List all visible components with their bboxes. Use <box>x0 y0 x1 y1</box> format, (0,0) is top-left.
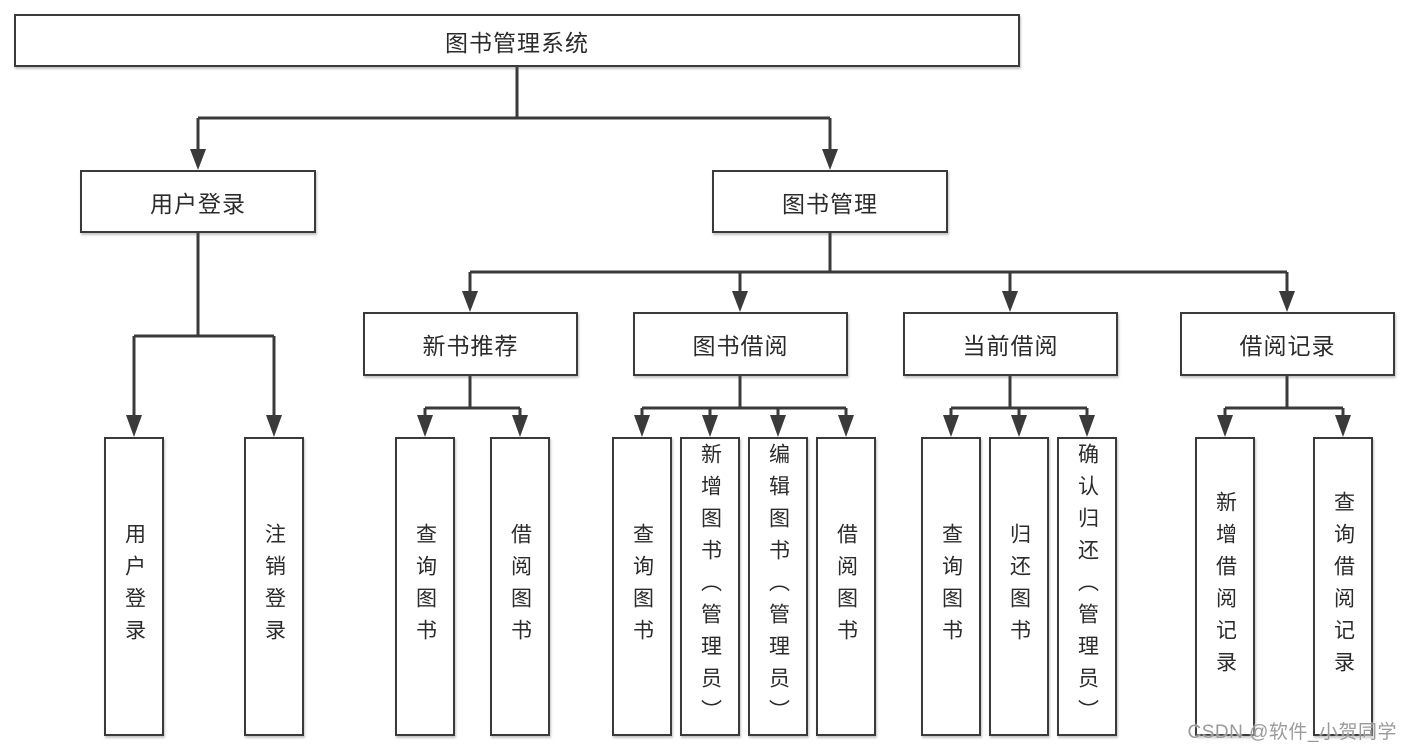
node-user-login: 用户登录 <box>80 170 316 233</box>
node-book-management-label: 图书管理 <box>782 190 878 217</box>
leaf-add-book-admin: 新增图书（管理员） <box>680 437 740 736</box>
watermark: CSDN @软件_小贺同学 <box>1187 722 1397 743</box>
leaf-query-borrow-record-label: 查询借阅记录 <box>1331 490 1355 683</box>
leaf-confirm-return-admin: 确认归还（管理员） <box>1057 437 1117 736</box>
leaf-user-login: 用户登录 <box>104 437 164 736</box>
node-user-login-label: 用户登录 <box>150 190 246 217</box>
leaf-return-book-label: 归还图书 <box>1007 522 1031 651</box>
leaf-borrow-books: 借阅图书 <box>816 437 876 736</box>
leaf-borrow-books-recommend: 借阅图书 <box>490 437 550 736</box>
node-book-management: 图书管理 <box>712 170 948 233</box>
node-book-borrow: 图书借阅 <box>633 312 848 376</box>
leaf-borrow-books-label: 借阅图书 <box>834 522 858 651</box>
leaf-add-borrow-record-label: 新增借阅记录 <box>1213 490 1237 683</box>
leaf-user-login-label: 用户登录 <box>122 522 146 651</box>
leaf-query-books-current: 查询图书 <box>921 437 981 736</box>
leaf-return-book: 归还图书 <box>989 437 1049 736</box>
node-borrow-records: 借阅记录 <box>1180 312 1395 376</box>
leaf-confirm-return-admin-label: 确认归还（管理员） <box>1075 442 1099 731</box>
node-current-borrow: 当前借阅 <box>903 312 1118 376</box>
leaf-query-books-recommend-label: 查询图书 <box>413 522 437 651</box>
leaf-add-book-admin-label: 新增图书（管理员） <box>698 442 722 731</box>
node-root-label: 图书管理系统 <box>445 29 589 56</box>
node-new-book-recommend: 新书推荐 <box>363 312 578 376</box>
leaf-borrow-books-recommend-label: 借阅图书 <box>508 522 532 651</box>
leaf-query-borrow-record: 查询借阅记录 <box>1313 437 1373 736</box>
leaf-query-books-borrow: 查询图书 <box>612 437 672 736</box>
leaf-edit-book-admin: 编辑图书（管理员） <box>748 437 808 736</box>
node-book-borrow-label: 图书借阅 <box>692 333 789 359</box>
leaf-logout: 注销登录 <box>244 437 304 736</box>
leaf-query-books-borrow-label: 查询图书 <box>630 522 654 651</box>
leaf-add-borrow-record: 新增借阅记录 <box>1195 437 1255 736</box>
node-current-borrow-label: 当前借阅 <box>962 333 1059 359</box>
node-new-book-recommend-label: 新书推荐 <box>422 333 519 359</box>
leaf-logout-label: 注销登录 <box>262 522 286 651</box>
node-root: 图书管理系统 <box>14 14 1020 67</box>
leaf-edit-book-admin-label: 编辑图书（管理员） <box>766 442 790 731</box>
leaf-query-books-recommend: 查询图书 <box>395 437 455 736</box>
node-borrow-records-label: 借阅记录 <box>1239 333 1336 359</box>
leaf-query-books-current-label: 查询图书 <box>939 522 963 651</box>
